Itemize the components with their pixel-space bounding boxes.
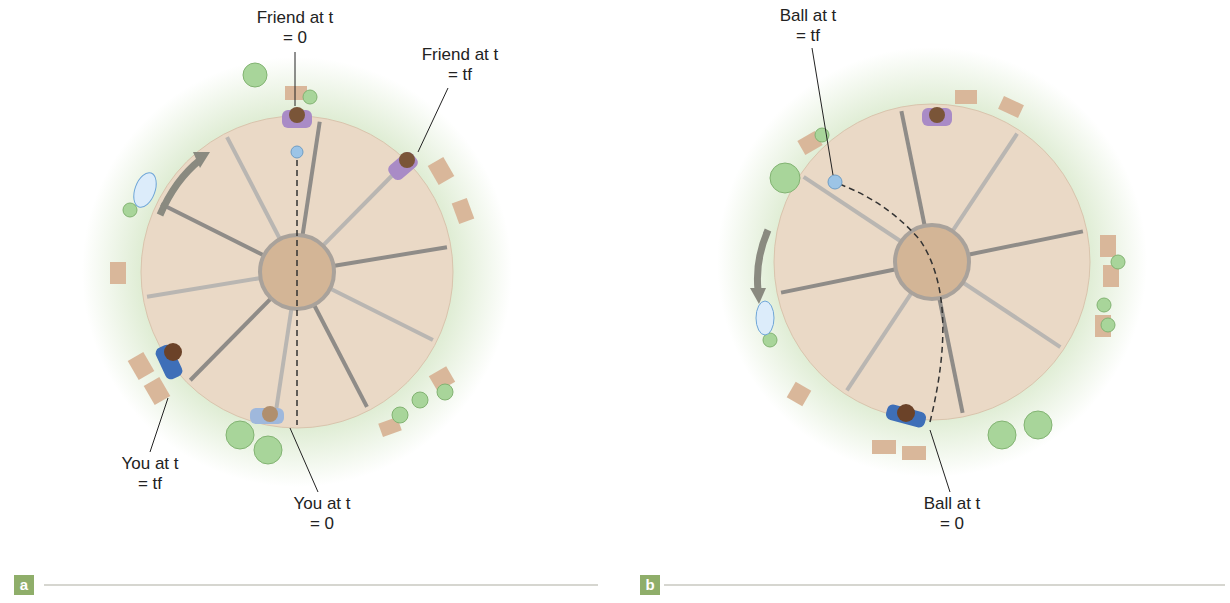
spoke bbox=[847, 294, 911, 391]
panel-rule bbox=[664, 584, 1225, 586]
arrow-head bbox=[193, 152, 210, 168]
spoke bbox=[940, 299, 963, 413]
callout-label: You at t = tf bbox=[118, 454, 182, 494]
bushes bbox=[763, 128, 1125, 449]
panel-letter: a bbox=[20, 576, 28, 593]
panel-tag: b bbox=[640, 575, 660, 595]
spoke bbox=[969, 231, 1083, 254]
ball bbox=[828, 175, 842, 189]
spoke bbox=[331, 289, 433, 340]
spoke bbox=[227, 137, 279, 238]
leader-lines bbox=[150, 48, 950, 492]
spoke bbox=[781, 270, 895, 293]
callout-label: You at t = 0 bbox=[290, 494, 354, 534]
spoke bbox=[314, 306, 366, 407]
platform bbox=[141, 116, 453, 428]
callout-label: Friend at t = 0 bbox=[254, 8, 336, 48]
spoke bbox=[953, 134, 1017, 231]
you-tf bbox=[154, 343, 185, 381]
grass bbox=[82, 57, 512, 487]
you-t0 bbox=[250, 406, 284, 424]
benches bbox=[110, 86, 474, 437]
spoke bbox=[147, 278, 259, 297]
callout-label: Friend at t = tf bbox=[419, 45, 501, 85]
bushes bbox=[123, 63, 453, 464]
callout-label: Ball at t = 0 bbox=[920, 494, 984, 534]
pond bbox=[129, 170, 160, 211]
you bbox=[885, 403, 928, 429]
ball-path bbox=[296, 150, 298, 425]
spoke bbox=[324, 164, 404, 245]
ball-path bbox=[836, 183, 943, 422]
friend-t0 bbox=[282, 107, 312, 128]
callout-label: Ball at t = tf bbox=[776, 6, 840, 46]
spoke bbox=[161, 204, 263, 255]
rotation-arrow bbox=[757, 230, 768, 290]
benches bbox=[787, 90, 1119, 460]
rotation-arrow bbox=[160, 160, 200, 215]
friend bbox=[922, 107, 952, 126]
spoke bbox=[334, 247, 446, 266]
panel-tag: a bbox=[14, 575, 34, 595]
spoke bbox=[303, 122, 320, 235]
ball bbox=[291, 146, 303, 158]
spoke bbox=[274, 310, 291, 423]
friend-tf bbox=[386, 149, 421, 182]
spoke bbox=[964, 283, 1061, 347]
panel-rule bbox=[44, 584, 598, 586]
spoke bbox=[901, 111, 924, 225]
panel-letter: b bbox=[645, 576, 654, 593]
grass bbox=[717, 47, 1147, 477]
pond bbox=[756, 301, 774, 335]
spoke bbox=[190, 299, 270, 380]
